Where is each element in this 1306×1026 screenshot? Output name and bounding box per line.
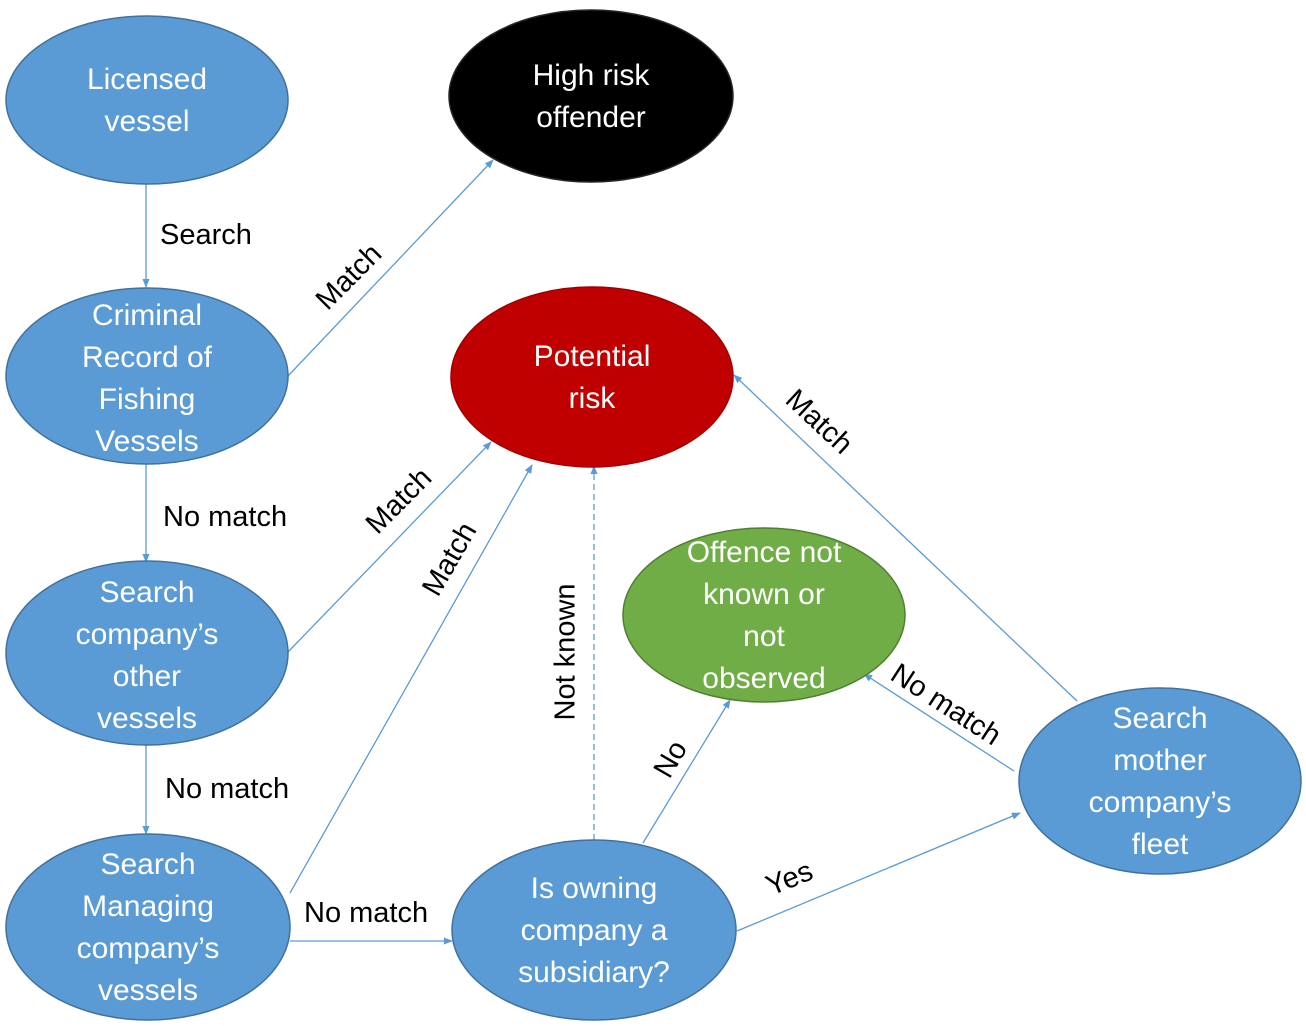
node-label-line: Criminal (92, 299, 202, 332)
node-licensed-vessel-shape (5, 15, 289, 185)
node-label-line: not (743, 620, 785, 653)
node-label-line: Potential (534, 340, 651, 373)
node-potential-risk-shape (450, 286, 734, 468)
node-label-line: vessels (97, 702, 197, 735)
edge-subsidiary-to-mother (736, 812, 1021, 932)
edge-label-search: Search (160, 219, 252, 251)
node-label-line: company’s (76, 618, 219, 651)
edge-mother-to-offence (863, 673, 1015, 772)
node-label-line: High risk (533, 59, 651, 92)
node-high-risk-offender-label: High risk offender (533, 59, 651, 134)
edge-label-match-mother: Match (779, 383, 859, 460)
node-criminal-record-shape (5, 287, 289, 465)
node-search-other-vessels: Search company’s other vessels (5, 560, 289, 746)
node-potential-risk: Potential risk (450, 286, 734, 468)
edge-other-to-potential (287, 441, 492, 653)
node-label-line: Record of (82, 341, 213, 374)
node-label-line: risk (569, 382, 617, 415)
node-label-line: mother (1113, 744, 1206, 777)
node-search-managing-vessels-shape (5, 833, 291, 1021)
node-owning-company-subsidiary-label: Is owning company a subsidiary? (518, 872, 670, 989)
node-label-line: Is owning (531, 872, 658, 905)
edge-label-match-high-risk: Match (310, 238, 388, 316)
node-high-risk-offender-shape (448, 9, 734, 183)
node-licensed-vessel: Licensed vessel (5, 15, 289, 185)
edge-label-yes: Yes (762, 855, 818, 902)
edge-label-match-other: Match (360, 462, 438, 540)
node-label-line: Offence not (687, 536, 842, 569)
node-high-risk-offender: High risk offender (448, 9, 734, 183)
node-owning-company-subsidiary-shape (451, 839, 737, 1021)
node-search-mother-fleet-label: Search mother company’s fleet (1089, 702, 1232, 861)
node-search-mother-fleet: Search mother company’s fleet (1018, 687, 1302, 875)
node-label-line: fleet (1132, 828, 1189, 861)
edge-label-no: No (648, 735, 694, 783)
node-offence-not-known-shape (622, 527, 906, 703)
node-label-line: vessels (98, 974, 198, 1007)
node-label-line: other (113, 660, 181, 693)
node-offence-not-known: Offence not known or not observed (622, 527, 906, 703)
edge-label-no-match-managing: No match (304, 897, 428, 929)
node-label-line: Search (99, 576, 194, 609)
node-label-line: offender (536, 101, 646, 134)
edge-label-match-managing: Match (416, 517, 483, 601)
node-label-line: Search (100, 848, 195, 881)
edge-label-no-match-criminal: No match (163, 501, 287, 533)
node-label-line: company’s (77, 932, 220, 965)
node-potential-risk-label: Potential risk (534, 340, 651, 415)
node-label-line: Managing (82, 890, 214, 923)
node-search-other-vessels-label: Search company’s other vessels (76, 576, 219, 735)
node-label-line: Vessels (95, 425, 198, 458)
edge-label-no-match-mother: No match (885, 658, 1007, 752)
node-search-other-vessels-shape (5, 560, 289, 746)
node-label-line: subsidiary? (518, 956, 670, 989)
node-label-line: known or (703, 578, 825, 611)
edge-criminal-to-high-risk (287, 159, 494, 377)
node-label-line: vessel (104, 105, 189, 138)
node-label-line: observed (702, 662, 825, 695)
node-label-line: company’s (1089, 786, 1232, 819)
node-label-line: Licensed (87, 63, 207, 96)
edge-subsidiary-to-offence (642, 699, 731, 844)
node-label-line: Search (1112, 702, 1207, 735)
node-offence-not-known-label: Offence not known or not observed (687, 536, 842, 695)
nodes: Licensed vessel High risk offender Crimina… (5, 9, 1302, 1021)
node-label-line: Fishing (99, 383, 196, 416)
node-search-mother-fleet-shape (1018, 687, 1302, 875)
node-owning-company-subsidiary: Is owning company a subsidiary? (451, 839, 737, 1021)
edge-label-not-known: Not known (550, 583, 582, 720)
edge-mother-to-potential (733, 374, 1078, 702)
edge-label-no-match-other: No match (165, 773, 289, 805)
edge-managing-to-potential (289, 464, 533, 894)
node-licensed-vessel-label: Licensed vessel (87, 63, 207, 138)
node-label-line: company a (521, 914, 668, 947)
edges (142, 159, 1078, 945)
